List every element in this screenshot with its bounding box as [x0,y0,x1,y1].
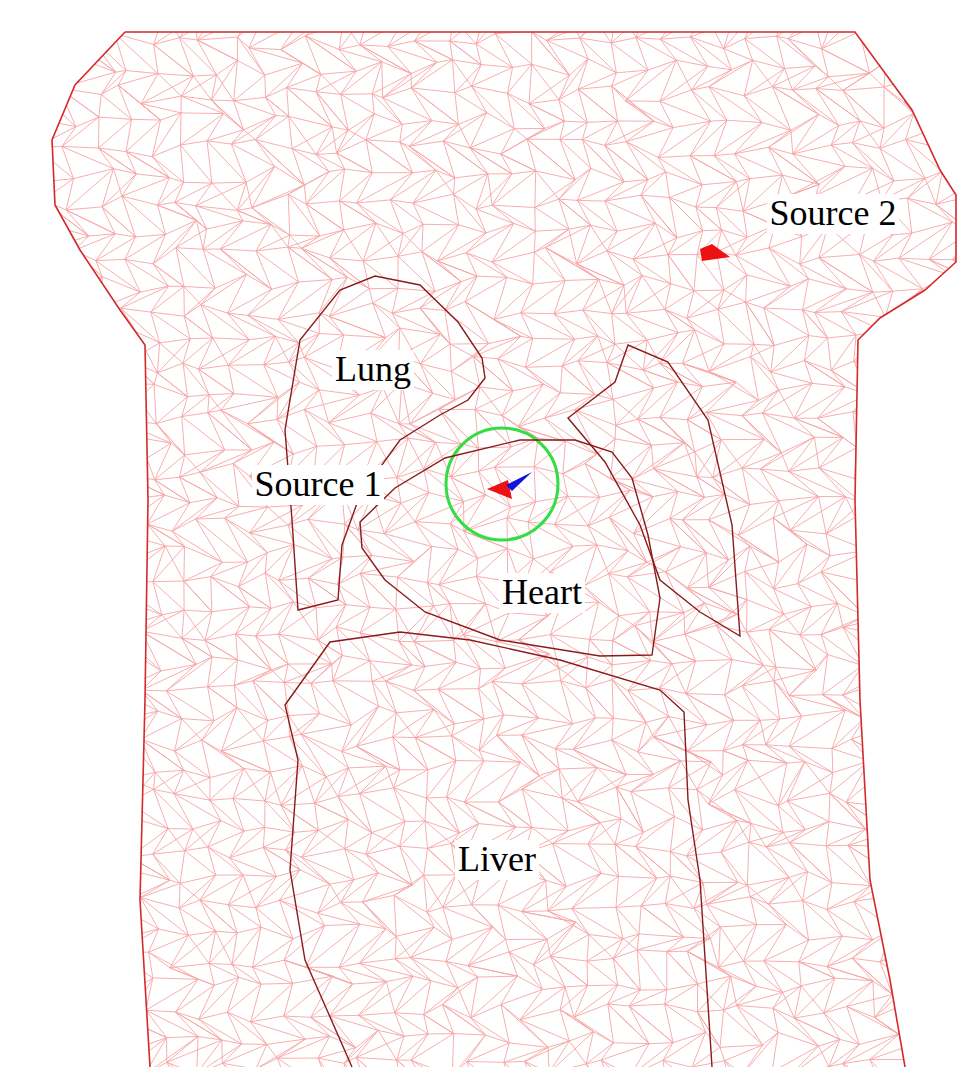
liver-region: Liver [270,625,720,1067]
organ-label: Liver [455,840,539,880]
liver-outline-path [285,632,712,1067]
right-lung-outline [568,345,740,636]
source-label: Source 1 [252,465,385,505]
source-1-direction [506,472,532,491]
torso-outline [52,32,956,1067]
lung-outline [280,270,495,620]
organ-label: Heart [499,573,585,613]
organ-label: Lung [332,350,414,390]
lung-region: Lung [280,270,495,620]
heart-outline [355,430,665,660]
heart-outline-path [360,440,660,656]
source-label: Source 2 [767,194,900,234]
source-1-marker [487,480,512,499]
lung-outline-path [285,276,485,610]
heart-region: Heart [355,430,665,660]
source-2-marker [700,244,730,261]
